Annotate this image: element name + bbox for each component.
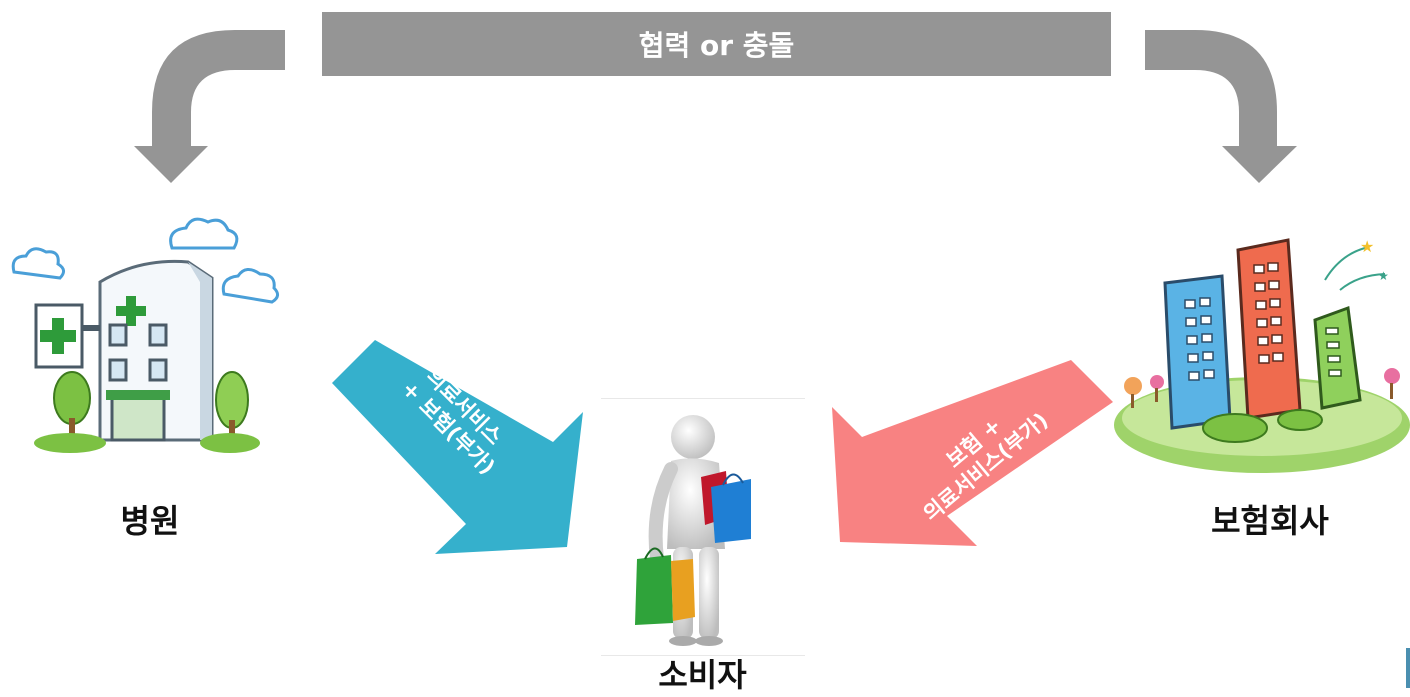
cloud-icon [11,247,65,280]
consumer-image [601,398,805,656]
cloud-icon [169,217,239,250]
arrow-hospital-to-consumer: 의료서비스 + 보험(부가) [332,340,583,554]
hospital-label: 병원 [120,502,180,540]
relationship-label: 협력 or 충돌 [638,29,795,62]
svg-text:★: ★ [1360,237,1374,256]
shopper-figure [635,415,751,646]
arrow-insurer-to-consumer: 보험 + 의료서비스(부가) [832,360,1113,546]
consumer-label: 소비자 [658,656,747,694]
svg-text:★: ★ [1378,269,1389,283]
insurer-illustration: ★ ★ [1114,237,1410,473]
insurer-label: 보험회사 [1211,502,1329,540]
edge-fragment [1406,648,1410,688]
relationship-banner: 협력 or 충돌 [322,12,1111,76]
curved-arrow-left [134,30,285,183]
hospital-illustration [11,217,279,453]
cloud-icon [221,268,279,304]
curved-arrow-right [1145,30,1297,183]
